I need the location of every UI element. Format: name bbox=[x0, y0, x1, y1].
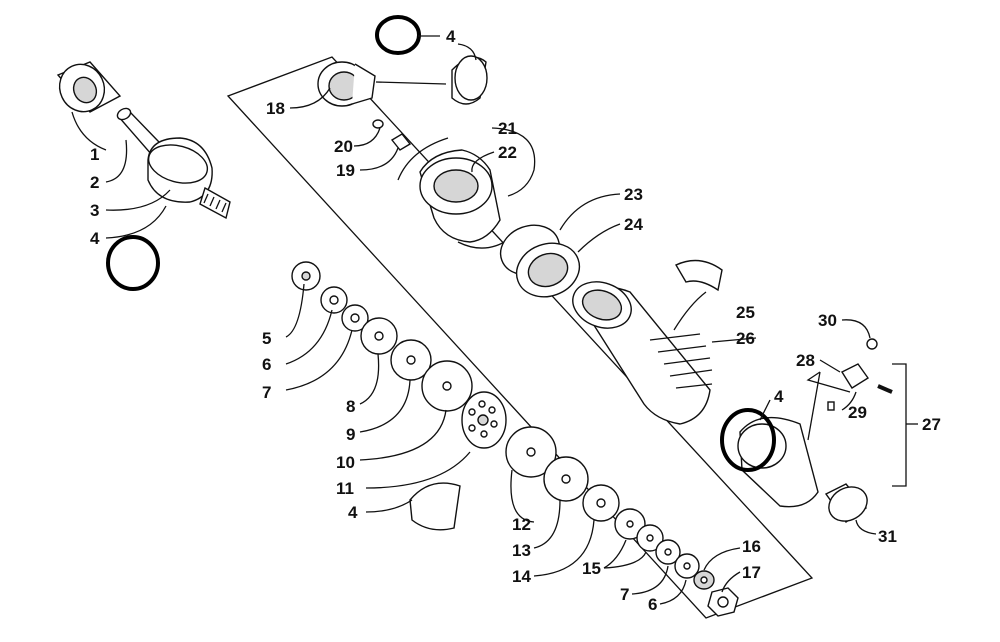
callout-4-top: 4 bbox=[446, 27, 456, 46]
callout-6-upper: 6 bbox=[262, 355, 271, 374]
callout-19: 19 bbox=[336, 161, 355, 180]
callout-9: 9 bbox=[346, 425, 355, 444]
cap-seal-stack bbox=[317, 15, 519, 249]
callout-18: 18 bbox=[266, 99, 285, 118]
callout-28: 28 bbox=[796, 351, 815, 370]
piston bbox=[409, 391, 507, 531]
callout-2: 2 bbox=[90, 173, 99, 192]
callout-11: 11 bbox=[336, 479, 354, 498]
callout-21: 21 bbox=[498, 119, 517, 138]
shaft-eye-assembly bbox=[56, 61, 231, 291]
reservoir-housing bbox=[720, 338, 893, 523]
callout-15: 15 bbox=[582, 559, 601, 578]
callout-23: 23 bbox=[624, 185, 643, 204]
lower-shims bbox=[505, 426, 739, 617]
callout-1: 1 bbox=[90, 145, 99, 164]
callout-27: 27 bbox=[922, 415, 941, 434]
callout-31: 31 bbox=[878, 527, 897, 546]
shim-stack bbox=[291, 261, 473, 412]
callout-4-body: 4 bbox=[774, 387, 784, 406]
shock-body bbox=[572, 259, 723, 425]
callout-17: 17 bbox=[742, 563, 761, 582]
callout-13: 13 bbox=[512, 541, 531, 560]
callout-10: 10 bbox=[336, 453, 355, 472]
callout-7-upper: 7 bbox=[262, 383, 271, 402]
callout-6-lower: 6 bbox=[648, 595, 657, 614]
callout-5: 5 bbox=[262, 329, 271, 348]
callout-8: 8 bbox=[346, 397, 355, 416]
callout-30: 30 bbox=[818, 311, 837, 330]
callout-22: 22 bbox=[498, 143, 517, 162]
leader-lines bbox=[71, 35, 918, 605]
callout-24: 24 bbox=[624, 215, 643, 234]
callout-4-left: 4 bbox=[90, 229, 100, 248]
callout-14: 14 bbox=[512, 567, 531, 586]
callout-4-piston: 4 bbox=[348, 503, 358, 522]
callout-16: 16 bbox=[742, 537, 761, 556]
callout-labels: 1 2 3 4 4 4 4 5 6 6 7 7 8 9 10 11 12 13 … bbox=[90, 27, 941, 614]
callout-7-lower: 7 bbox=[620, 585, 629, 604]
callout-25: 25 bbox=[736, 303, 755, 322]
callout-12: 12 bbox=[512, 515, 531, 534]
callout-20: 20 bbox=[334, 137, 353, 156]
callout-3: 3 bbox=[90, 201, 99, 220]
adjuster-nuts bbox=[499, 224, 581, 298]
callout-29: 29 bbox=[848, 403, 867, 422]
callout-26: 26 bbox=[736, 329, 755, 348]
